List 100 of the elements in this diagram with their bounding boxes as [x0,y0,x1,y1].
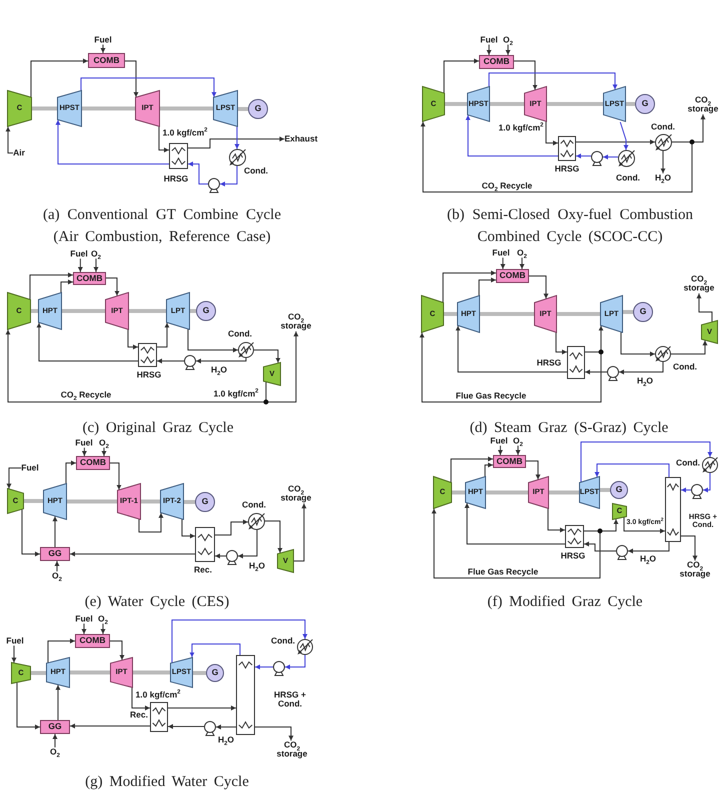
edge-label: CO$_{2}$ Recycle [60,390,112,400]
flow-arrow [266,330,298,402]
flow-arrow [52,734,58,748]
shaft-line [238,107,248,111]
flow-arrow [110,462,122,490]
flow-arrow [602,154,619,160]
flow-arrow [36,322,138,362]
shaft-line [133,670,170,674]
generator-circle: G [633,302,653,322]
heat-exchanger-icon [169,143,188,169]
flow-arrow [188,136,285,148]
combustor-box: COMB [493,455,526,468]
shaft-line [62,309,105,313]
flow-arrow [546,121,558,146]
flow-arrow [132,687,150,710]
flow-arrow [78,258,83,272]
flow-arrow [520,257,524,270]
stream-label: H$_{2}$O [654,173,672,183]
pressure-label: 1.0 kgf/cm$^{2}$ [498,123,544,133]
equipment-label: Cond. [672,362,698,372]
combustor-box: COMB [496,269,529,283]
flow-arrow [238,529,258,558]
equipment-label: HRSG [554,164,580,174]
stream-label: Fuel [6,636,24,646]
shaft-line [490,102,524,106]
generator-circle: G [635,94,655,114]
shaft-line [32,106,57,110]
stream-label: O$_{2}$ [503,35,513,45]
pump-icon [208,178,220,193]
flow-arrow [6,126,14,154]
stream-label: O$_{2}$ [513,436,523,446]
pump-icon [273,661,285,676]
flow-arrow [6,329,266,402]
edge-label: H$_{2}$O [636,376,654,386]
generator-circle: G [610,481,628,499]
edge-label: Flue Gas Recycle [454,391,528,401]
flow-arrow [620,332,656,356]
combustor-box: COMB [88,53,125,68]
flow-arrow [584,542,616,552]
stream-label: O$_{2}$ [98,614,108,624]
flow-arrow [188,162,208,184]
equipment-label: Cond. [676,458,700,468]
flow-arrow [110,640,124,660]
shaft-line [129,309,166,313]
equipment-label: HRSG [164,174,188,184]
edge-label: H$_{2}$O [638,554,658,564]
shaft-line [480,312,534,316]
figure-caption: (d) Steam Graz (S-Graz) Cycle [470,419,668,437]
flow-arrow [156,358,184,364]
equipment-label: Rec. [194,565,212,575]
flow-arrow [168,724,205,729]
equipment-label: Cond. [228,329,252,339]
flow-arrow [106,278,120,296]
flow-arrow [60,280,74,293]
flow-arrow [464,502,566,544]
condenser-icon [702,457,718,473]
flow-arrow [680,488,692,492]
shaft-line [445,102,467,106]
flow-arrow [172,620,308,664]
flow-arrow [82,447,87,456]
flow-arrow [234,126,240,150]
flow-arrow [478,278,496,296]
combustor-box: COMB [75,634,110,648]
pump-icon [226,550,238,565]
shaft-line [547,102,603,106]
heat-exchanger-icon [565,525,584,548]
condenser-icon [297,639,313,655]
shaft-line [444,312,457,316]
flow-arrow [182,518,196,538]
stream-label: Air [13,148,25,158]
condenser-icon [248,513,265,530]
equipment-label: HRSG [536,358,562,368]
stream-label: Fuel [492,248,510,258]
figure-caption: (b) Semi-Closed Oxy-fuel Combustion Combined Cycle (SCOC-CC) [447,206,693,247]
shaft-line [190,309,196,313]
flow-arrow [420,332,602,402]
flow-arrow [66,460,76,484]
combustor-box: COMB [76,456,110,470]
flow-arrow [506,44,510,56]
stream-label: CO$_{2}$ storage [678,560,712,580]
pressure-label: 1.0 kgf/cm$^{2}$ [136,690,180,700]
flow-arrow [444,58,480,94]
generator-circle: G [248,99,268,119]
stream-label: CO$_{2}$ storage [275,740,309,760]
flow-arrow [168,706,236,710]
shaft-line [549,490,579,494]
flow-arrow [94,258,98,272]
flow-arrow [30,272,74,300]
pump-icon [591,151,603,166]
shaft-line [24,499,43,503]
shaft-line [160,106,213,110]
stream-label: O$_{2}$ [50,747,60,757]
stream-label: O$_{2}$ [52,571,62,581]
flow-arrow [620,122,628,151]
figure-caption: (f) Modified Graz Cycle [487,593,643,611]
flow-arrow [594,464,670,478]
equipment-label: Rec. [130,710,148,720]
flow-arrow [584,370,608,374]
flow-arrow [220,165,238,186]
heat-exchanger-icon [236,655,255,735]
